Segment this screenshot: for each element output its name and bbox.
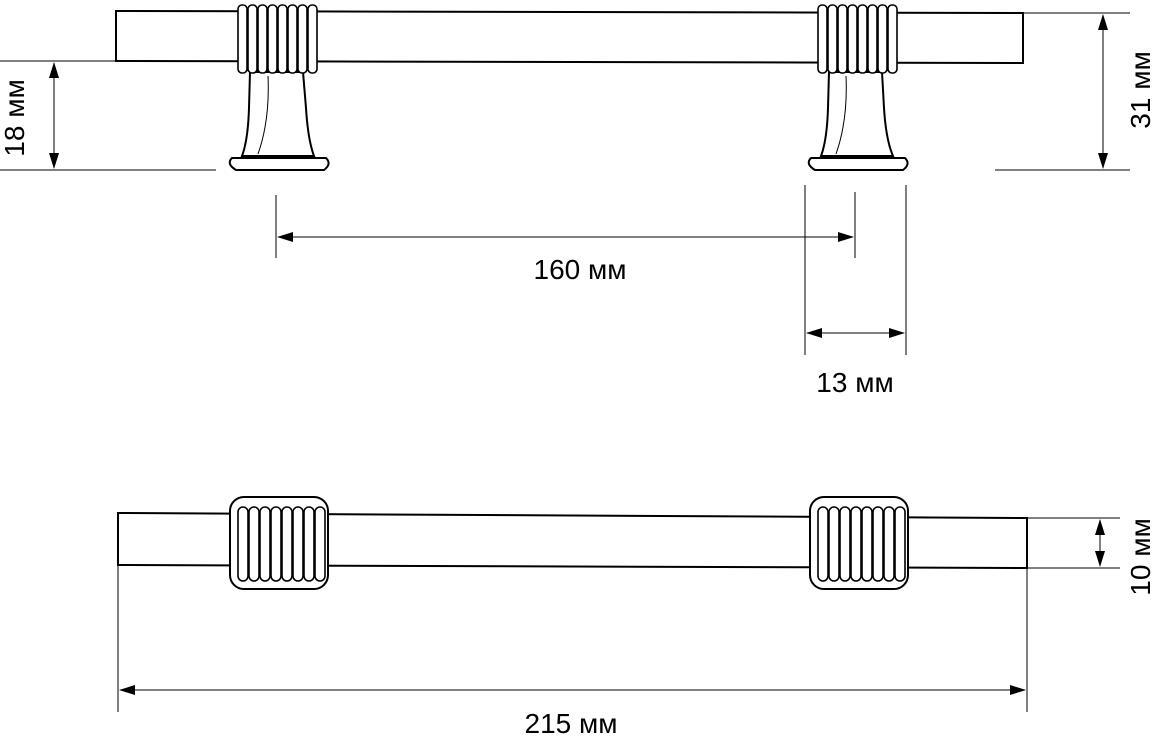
dim-label-total-height: 31 мм bbox=[1125, 51, 1156, 128]
dim-label-mount-height: 18 мм bbox=[0, 79, 30, 156]
side-view: 18 мм 31 мм 160 мм 13 мм bbox=[0, 4, 1156, 398]
dim-label-base-width: 13 мм bbox=[816, 367, 893, 398]
side-left-leg bbox=[240, 71, 316, 157]
dim-label-hole-spacing: 160 мм bbox=[534, 254, 627, 285]
top-left-collar bbox=[237, 506, 326, 582]
side-right-base bbox=[807, 157, 909, 171]
dim-label-total-length: 215 мм bbox=[525, 708, 618, 736]
side-bar bbox=[115, 9, 1024, 65]
top-right-collar bbox=[817, 506, 906, 582]
top-view: 10 мм 215 мм bbox=[117, 496, 1156, 736]
side-right-leg bbox=[819, 71, 895, 157]
side-left-base bbox=[228, 157, 330, 171]
side-right-collar bbox=[817, 4, 898, 74]
side-left-collar bbox=[237, 4, 318, 74]
dim-label-bar-thickness: 10 мм bbox=[1125, 518, 1156, 595]
